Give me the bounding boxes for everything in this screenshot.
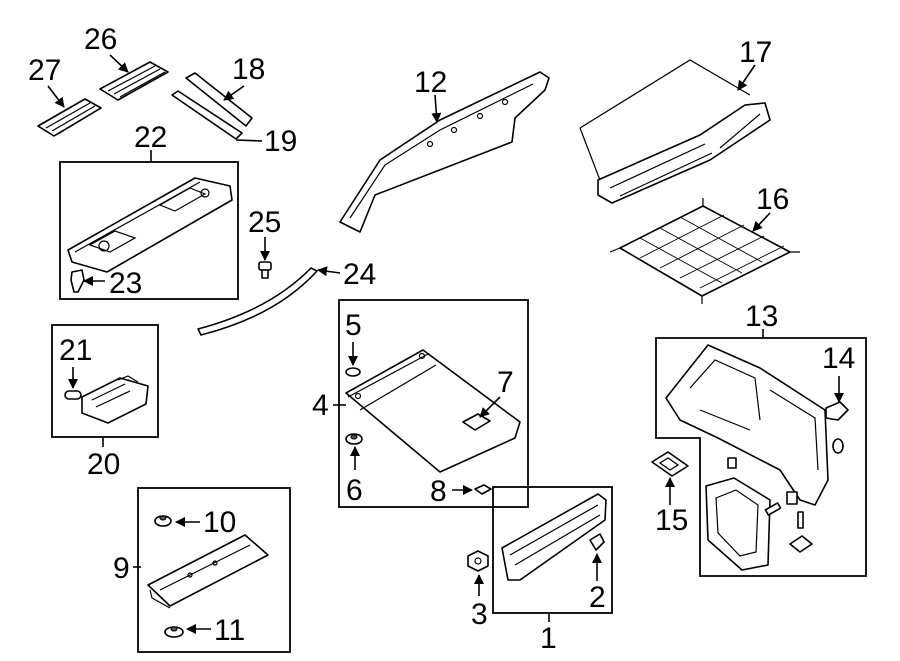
callout-21: 21 <box>59 334 92 367</box>
leader-17 <box>737 64 756 91</box>
leader-26 <box>109 54 129 73</box>
leader-19 <box>235 139 263 142</box>
part-6-grommet <box>345 433 363 445</box>
callout-14: 14 <box>822 342 855 375</box>
callout-2: 2 <box>589 581 606 614</box>
part-10-grommet <box>154 515 172 527</box>
leader-16 <box>752 212 771 232</box>
callout-11: 11 <box>214 614 245 647</box>
part-20-bracket <box>81 375 149 424</box>
callout-18: 18 <box>232 53 265 86</box>
group-box-20 <box>51 324 159 438</box>
callout-27: 27 <box>28 54 61 87</box>
group-box-22 <box>59 161 239 300</box>
part-24-strip <box>197 267 318 336</box>
part-16-cargo-net <box>609 198 800 304</box>
leader-27 <box>47 85 65 108</box>
callout-3: 3 <box>471 598 488 631</box>
callout-12: 12 <box>414 66 447 99</box>
callout-24: 24 <box>343 258 376 291</box>
callout-17: 17 <box>739 36 772 69</box>
part-13-fasteners <box>727 438 844 553</box>
part-25-fastener <box>258 261 272 279</box>
leader-12 <box>431 94 442 123</box>
part-9-bracket <box>147 534 269 609</box>
part-18-strip <box>185 72 253 127</box>
callout-6: 6 <box>346 474 363 507</box>
callout-25: 25 <box>248 206 281 239</box>
callout-15: 15 <box>655 504 688 537</box>
part-4-floor-panel <box>345 349 521 473</box>
callout-19: 19 <box>264 125 297 158</box>
part-13-pocket <box>705 477 771 571</box>
callout-5: 5 <box>345 309 362 342</box>
group-box-1 <box>492 486 613 614</box>
part-15-clip <box>651 451 689 477</box>
part-3-nut <box>467 550 489 572</box>
leader-18 <box>223 85 245 101</box>
part-2-clip <box>589 533 605 551</box>
leader-24 <box>317 266 341 277</box>
leader-7 <box>479 396 501 418</box>
part-27-grille <box>37 98 102 137</box>
callout-20: 20 <box>87 448 120 481</box>
part-21-clip <box>64 390 82 400</box>
group-box-13 <box>655 337 867 577</box>
part-1-sill-plate <box>501 493 607 581</box>
group-box-9 <box>137 487 291 653</box>
part-11-grommet <box>164 626 184 638</box>
callout-22: 22 <box>134 121 167 154</box>
part-19-strip <box>171 90 243 140</box>
callout-23: 23 <box>109 267 142 300</box>
callout-13: 13 <box>745 300 778 333</box>
part-12-cover-panel <box>339 71 550 233</box>
callout-26: 26 <box>84 23 117 56</box>
callout-8: 8 <box>430 475 447 508</box>
part-22-trim-panel <box>67 177 233 273</box>
part-8-pad <box>474 484 492 495</box>
part-23-clip <box>70 269 85 293</box>
part-7-clip <box>462 413 491 431</box>
callout-9: 9 <box>113 552 130 585</box>
callout-1: 1 <box>540 622 557 655</box>
part-17-roller-cover <box>579 59 771 204</box>
part-26-grille <box>99 61 169 101</box>
callout-16: 16 <box>756 183 789 216</box>
callout-10: 10 <box>203 506 236 539</box>
part-14-clip <box>825 401 849 421</box>
part-13-side-trim <box>665 344 829 506</box>
callout-4: 4 <box>312 389 329 422</box>
part-5-grommet <box>345 367 361 377</box>
group-box-4 <box>338 299 529 508</box>
callout-7: 7 <box>497 366 514 399</box>
